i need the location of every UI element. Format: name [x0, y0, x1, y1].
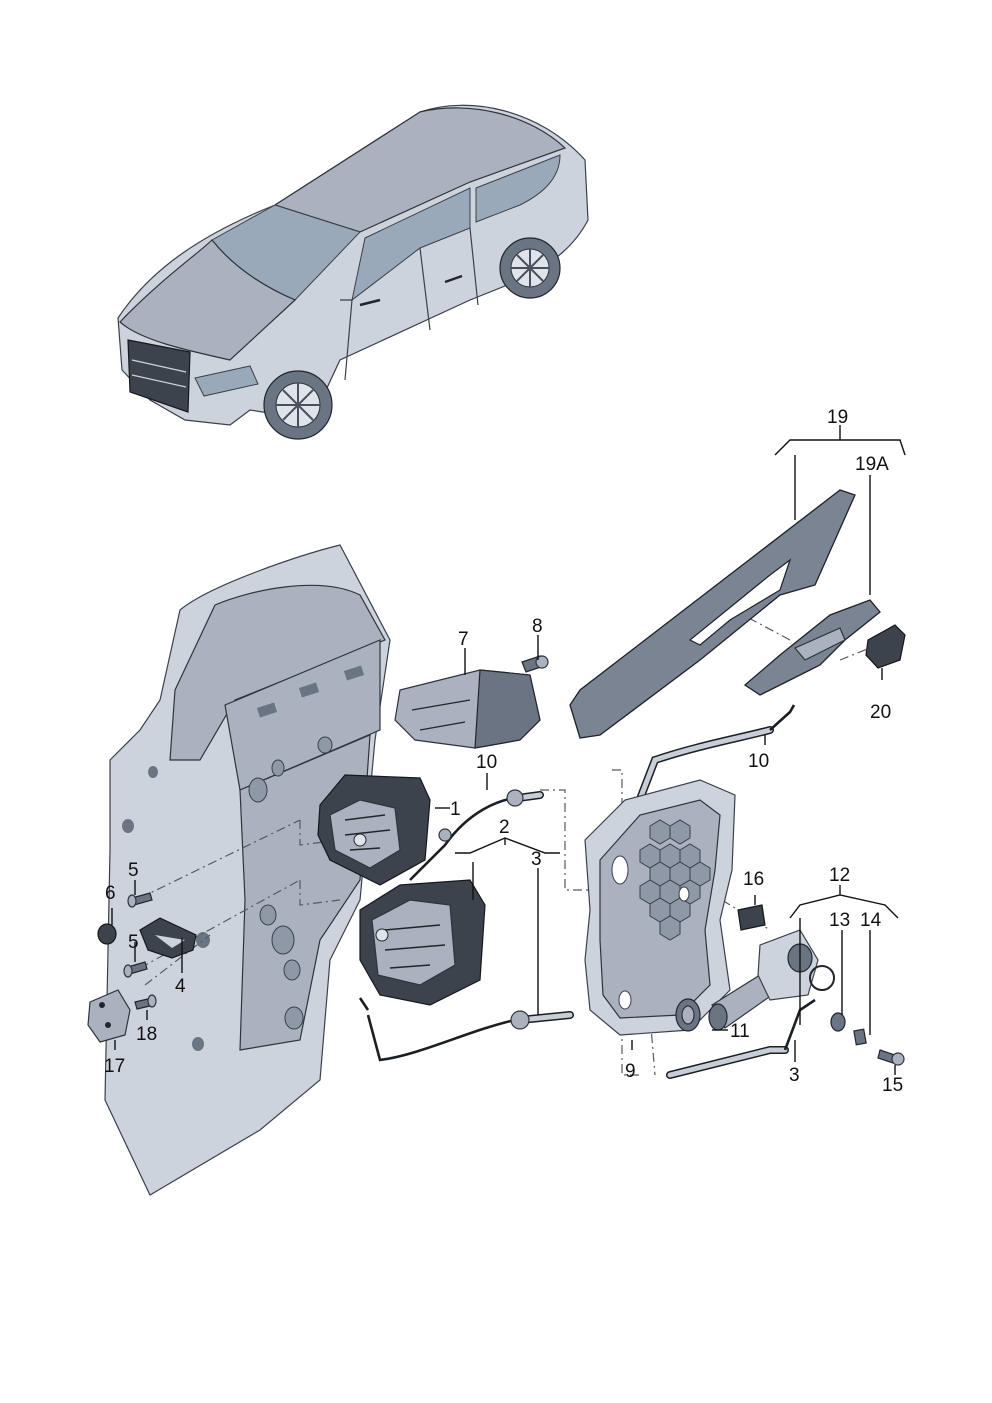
callout-20: 20 [870, 702, 891, 723]
part-5-screw-lower [123, 961, 148, 978]
callout-19: 19 [827, 407, 848, 428]
callout-10-left: 10 [476, 752, 497, 773]
callout-18: 18 [136, 1024, 157, 1045]
callout-17: 17 [104, 1056, 125, 1077]
part-13-bush [830, 1012, 846, 1032]
callout-3-right: 3 [789, 1065, 800, 1086]
part-6-plug [97, 923, 117, 945]
callout-12: 12 [829, 865, 850, 886]
callout-11: 11 [730, 1021, 750, 1042]
honeycomb-pattern [639, 819, 711, 941]
part-16-pad [737, 904, 766, 931]
callout-13: 13 [829, 910, 850, 931]
callout-2: 2 [499, 817, 510, 838]
part-8-screw [521, 655, 549, 673]
part-20-switch [865, 624, 906, 669]
cable-assemblies [358, 704, 816, 1079]
callout-5-lower: 5 [128, 932, 139, 953]
callout-5-upper: 5 [128, 860, 139, 881]
callout-3-left: 3 [531, 849, 542, 870]
part-12-motor [708, 929, 835, 1031]
leader-lines [111, 425, 906, 1075]
part-2-door-lock-lower [359, 879, 486, 1006]
part-1-door-lock-upper [317, 774, 431, 886]
callout-1: 1 [450, 799, 461, 820]
callout-8: 8 [532, 616, 543, 637]
callout-19a: 19A [855, 454, 889, 475]
part-19a-inner-handle [743, 599, 881, 696]
callout-14: 14 [860, 910, 882, 931]
part-5-screw-upper [127, 892, 153, 908]
callout-7: 7 [458, 629, 469, 650]
callout-4: 4 [175, 976, 186, 997]
part-15-screw [877, 1049, 905, 1066]
callout-9: 9 [625, 1061, 636, 1082]
part-18-screw [134, 994, 157, 1010]
part-7-handle-carrier [394, 669, 541, 749]
callout-10-right: 10 [748, 751, 769, 772]
vehicle-overview [117, 104, 589, 440]
callout-16: 16 [743, 869, 764, 890]
part-19-trim-strip [569, 489, 856, 739]
part-11-grommet [675, 998, 701, 1032]
door-frame-body [104, 544, 391, 1196]
callout-15: 15 [882, 1075, 903, 1096]
part-9-carrier-plate [584, 779, 736, 1036]
part-17-plate [87, 989, 131, 1043]
callout-labels: 1 2 3 3 4 5 5 6 7 8 9 10 10 11 12 13 14 … [104, 407, 903, 1096]
part-14-spacer [853, 1028, 867, 1046]
callout-6: 6 [105, 883, 116, 904]
